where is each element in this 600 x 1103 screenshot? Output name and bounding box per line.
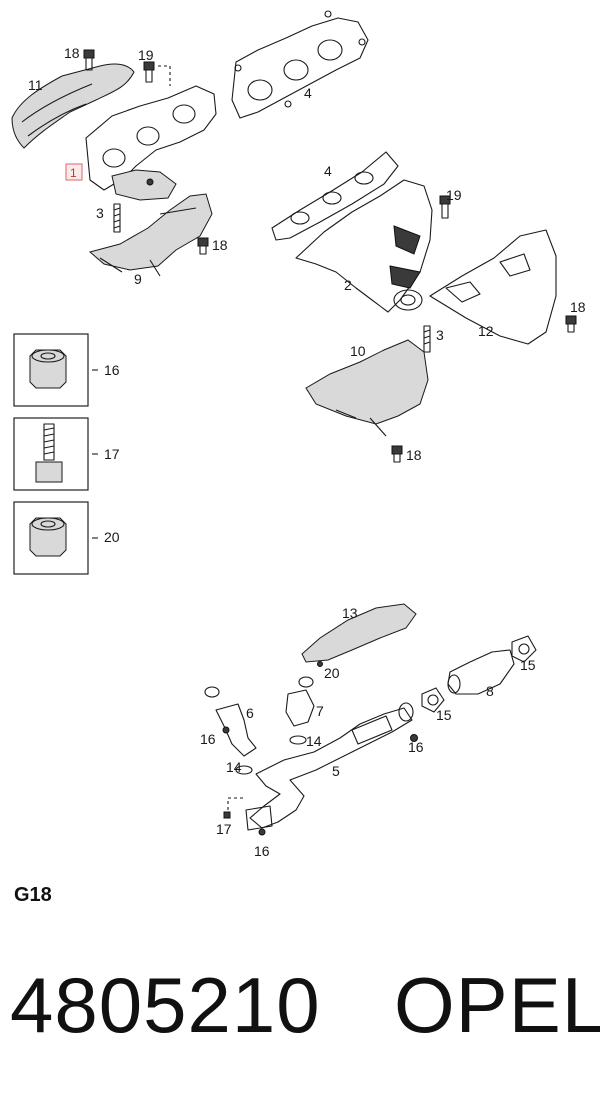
callout-16: 16 [408, 739, 424, 755]
callout-15: 15 [520, 657, 536, 673]
bolt-19-b-icon[interactable] [439, 195, 451, 219]
callout-5: 5 [332, 763, 340, 779]
callout-18: 18 [212, 237, 228, 253]
callout-19: 19 [138, 47, 154, 63]
callout-12: 12 [478, 323, 494, 339]
callout-13: 13 [342, 605, 358, 621]
exploded-parts-diagram: 1 2 3 3 4 4 5 6 7 8 9 10 11 12 13 14 14 … [11, 10, 586, 859]
bolt-18-d-icon[interactable] [391, 445, 403, 463]
callout-1-box [65, 163, 83, 181]
callout-3: 3 [436, 327, 444, 343]
flange-bolt-icon [35, 423, 63, 483]
exhaust-manifold-2[interactable] [295, 179, 433, 313]
callout-15: 15 [436, 707, 452, 723]
callout-11: 11 [28, 77, 43, 93]
heat-shield-11[interactable] [11, 63, 135, 149]
callout-4: 4 [304, 85, 312, 101]
nut-16-icon[interactable] [258, 828, 266, 836]
gasket-4-top[interactable] [231, 17, 369, 119]
callout-16: 16 [104, 362, 120, 378]
flange-nut-icon [29, 517, 67, 557]
nut-16-icon[interactable] [222, 726, 230, 734]
heat-shield-10[interactable] [305, 339, 429, 425]
stud-3-right[interactable] [423, 325, 431, 353]
callout-17: 17 [216, 821, 232, 837]
front-pipe-7[interactable] [285, 689, 315, 727]
heat-shield-9[interactable] [88, 193, 213, 271]
callout-18: 18 [570, 299, 586, 315]
bolt-19-a-icon[interactable] [143, 61, 155, 83]
bolt-18-b-icon[interactable] [197, 237, 209, 255]
callout-16: 16 [254, 843, 270, 859]
callout-16: 16 [200, 731, 216, 747]
callout-9: 9 [134, 271, 142, 287]
callout-14: 14 [226, 759, 242, 775]
center-pipe-5[interactable] [249, 707, 413, 829]
catalytic-converter-8[interactable] [447, 649, 515, 695]
callout-18: 18 [406, 447, 422, 463]
bolt-18-a-icon[interactable] [83, 49, 95, 71]
bolt-17-icon[interactable] [223, 797, 244, 819]
bolt-18-c-icon[interactable] [565, 315, 577, 333]
callout-4: 4 [324, 163, 332, 179]
callout-14: 14 [306, 733, 322, 749]
gasket-15-b[interactable] [421, 687, 445, 713]
stud-3-left[interactable] [113, 203, 121, 233]
callout-3: 3 [96, 205, 104, 221]
callout-20: 20 [324, 665, 340, 681]
callout-2: 2 [344, 277, 352, 293]
callout-6: 6 [246, 705, 254, 721]
callout-17: 17 [104, 446, 120, 462]
callout-7: 7 [316, 703, 324, 719]
callout-19: 19 [446, 187, 462, 203]
gasket-15-a[interactable] [511, 635, 537, 663]
heat-shield-13[interactable] [301, 603, 417, 663]
callout-8: 8 [486, 683, 494, 699]
callout-1: 1 [70, 166, 77, 180]
callout-10: 10 [350, 343, 366, 359]
nut-16-icon[interactable] [410, 734, 418, 742]
gasket-4-right[interactable] [271, 151, 399, 241]
brand-name: OPEL [394, 961, 600, 1049]
flange-nut-icon [29, 349, 67, 389]
engine-variant-label: G18 [14, 884, 52, 906]
heat-shield-12[interactable] [429, 229, 557, 345]
callout-20: 20 [104, 529, 120, 545]
callout-18: 18 [64, 45, 80, 61]
part-number: 4805210 [10, 961, 321, 1049]
exhaust-manifold-1[interactable] [85, 85, 217, 191]
